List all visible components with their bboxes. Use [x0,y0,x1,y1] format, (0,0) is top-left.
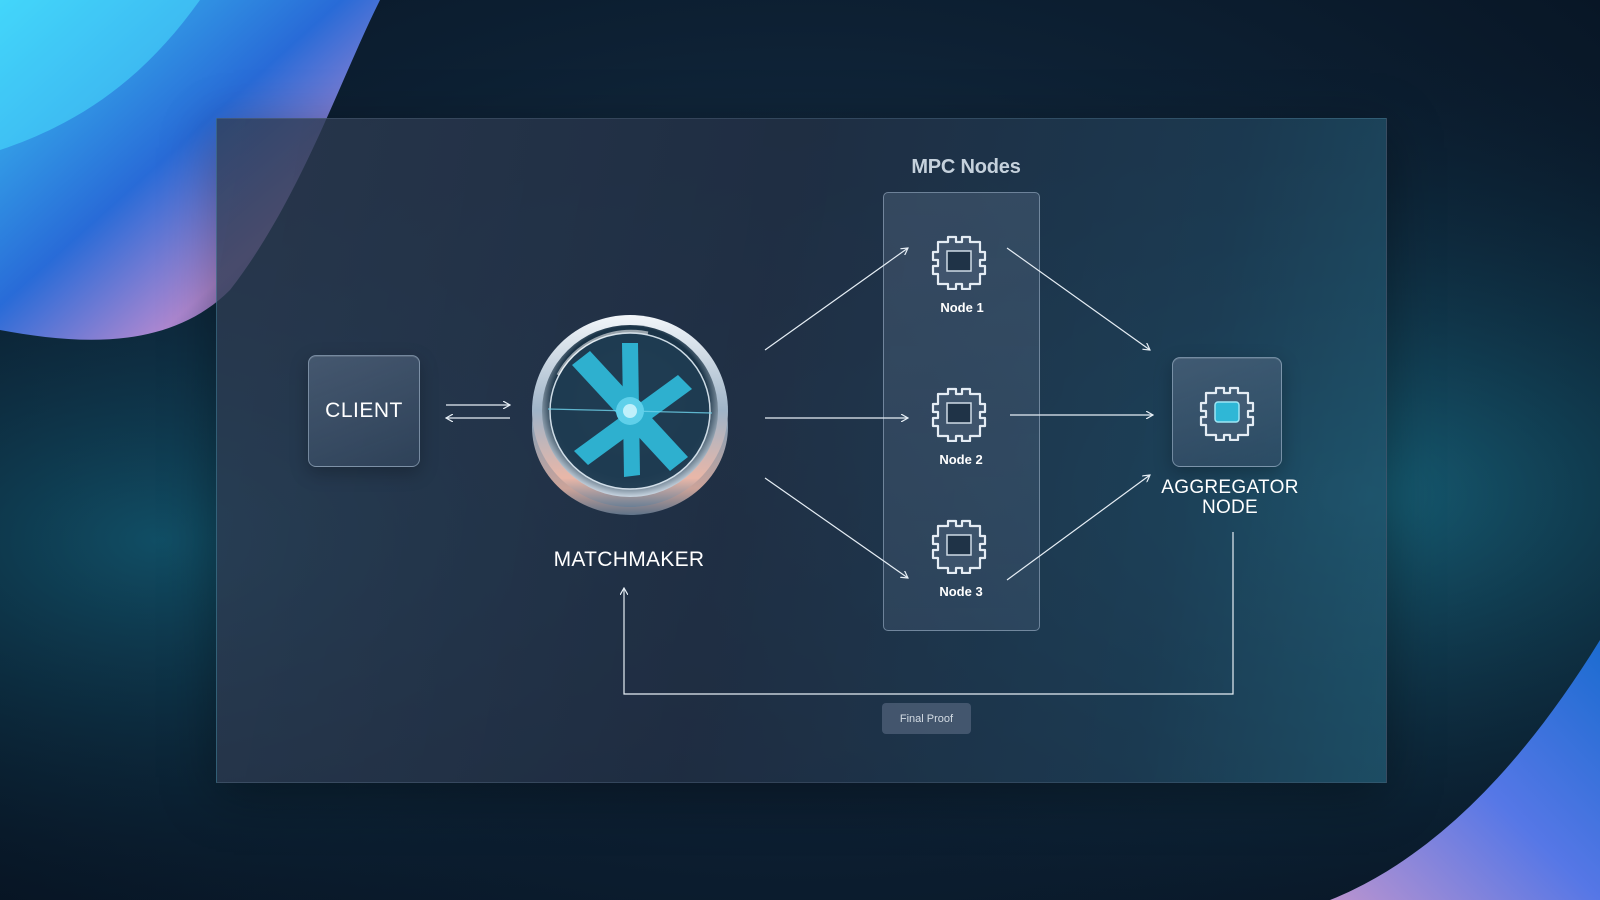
arrow-matchmaker-to-node3 [765,478,908,578]
final-proof-badge: Final Proof [882,703,971,734]
arrow-node3-to-aggregator [1007,475,1150,580]
node-1-label: Node 1 [912,300,1012,315]
chip-puzzle-icon [1198,383,1256,441]
arrow-matchmaker-to-node1 [765,248,908,350]
client-label: CLIENT [325,399,403,423]
aggregator-label: AGGREGATOR NODE [1140,478,1320,518]
client-box: CLIENT [308,355,420,467]
chip-puzzle-icon [930,516,988,574]
aggregator-box [1172,357,1282,467]
aggregator-label-line1: AGGREGATOR [1140,478,1320,498]
chip-puzzle-icon [930,232,988,290]
arrow-node1-to-aggregator [1007,248,1150,350]
node-2-label: Node 2 [911,452,1011,467]
node-3-label: Node 3 [911,584,1011,599]
matchmaker-label: MATCHMAKER [534,548,724,572]
chip-puzzle-icon [930,384,988,442]
matchmaker-icon [528,305,732,525]
aggregator-label-line2: NODE [1140,498,1320,518]
